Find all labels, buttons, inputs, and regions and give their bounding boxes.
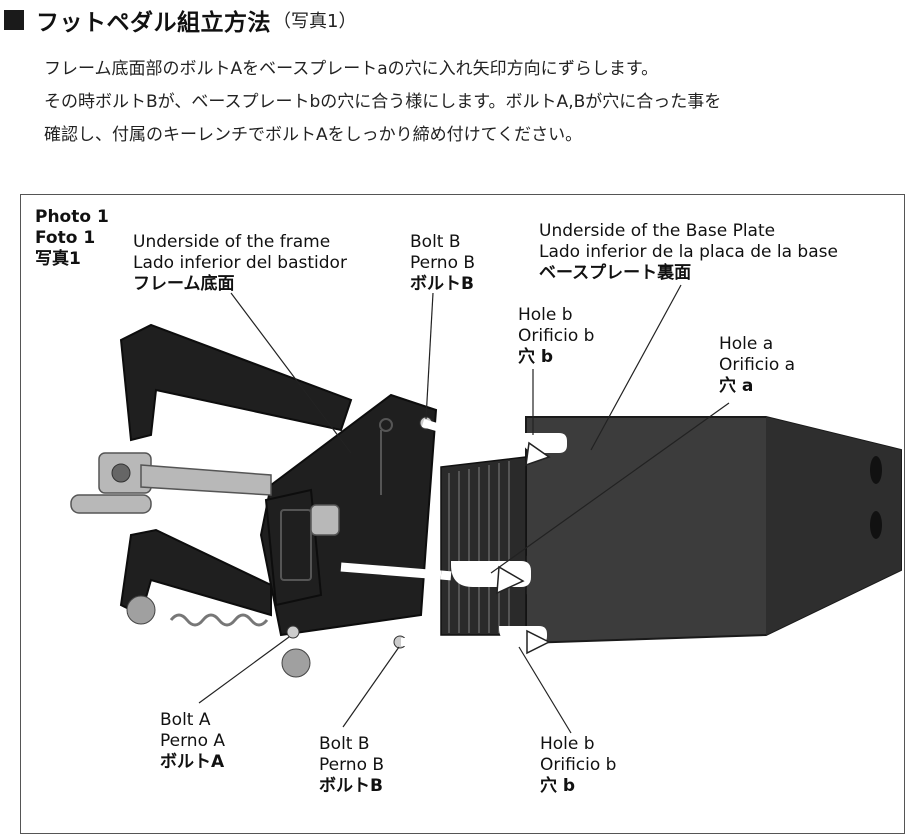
instruction-text: フレーム底面部のボルトAをベースプレートaの穴に入れ矢印方向にずらします。 その… — [44, 53, 899, 152]
callout-bolt-b-top: Bolt B Perno B ボルトB — [410, 232, 476, 294]
instruction-line: その時ボルトBが、ベースプレートbの穴に合う様にします。ボルトA,Bが穴に合った… — [44, 92, 722, 112]
photo-caption: Photo 1 Foto 1 写真1 — [35, 207, 109, 269]
arrow-top — [421, 419, 551, 467]
callout-base-plate-underside: Underside of the Base Plate Lado inferio… — [539, 221, 838, 283]
instruction-line: 確認し、付属のキーレンチでボルトAをしっかり締め付けてください。 — [44, 125, 583, 145]
callout-hole-b-top: Hole b Orificio b 穴 b — [518, 305, 595, 367]
callout-hole-b-bottom: Hole b Orificio b 穴 b — [540, 734, 617, 796]
frame-arm-top — [119, 323, 353, 442]
frame-arm-bottom — [119, 528, 272, 617]
heading-subtitle: （写真1） — [273, 11, 357, 32]
photo-figure: Photo 1 Foto 1 写真1 Underside of the fram… — [20, 194, 905, 834]
callout-hole-a: Hole a Orificio a 穴 a — [719, 334, 796, 396]
instruction-line: フレーム底面部のボルトAをベースプレートaの穴に入れ矢印方向にずらします。 — [44, 59, 659, 79]
pedal-assembly-photo — [70, 284, 902, 734]
section-heading: フットペダル組立方法 （写真1） — [0, 4, 356, 36]
callout-bolt-a: Bolt A Perno A ボルトA — [160, 710, 226, 772]
callout-bolt-b-bottom: Bolt B Perno B ボルトB — [319, 734, 385, 796]
arrow-bottom — [401, 629, 551, 655]
callout-frame-underside: Underside of the frame Lado inferior del… — [133, 232, 347, 294]
heading-square-bullet — [4, 10, 24, 30]
heading-title: フットペダル組立方法 — [36, 10, 271, 36]
bolt-a-mark — [286, 625, 300, 639]
arrow-middle — [340, 562, 525, 595]
